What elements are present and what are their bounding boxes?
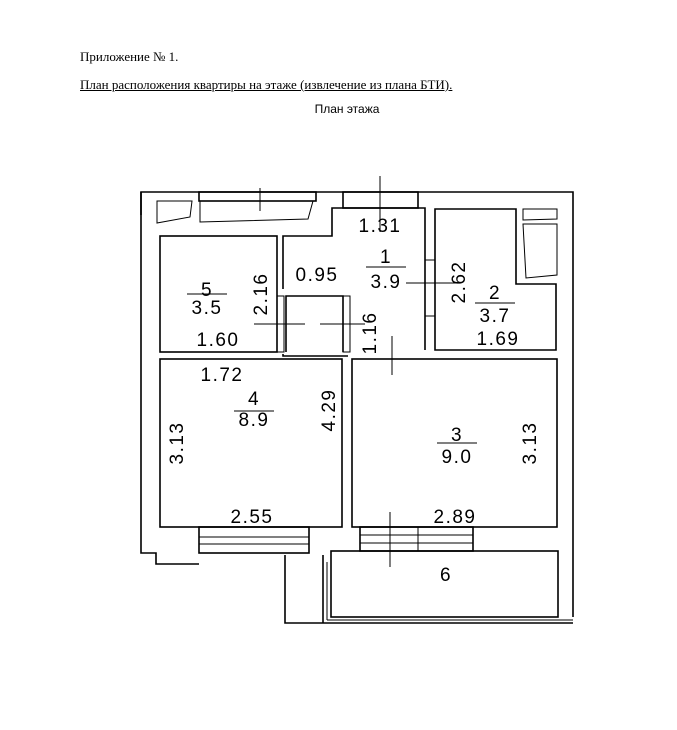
room-5-number: 5: [201, 280, 213, 301]
room-3-area: 9.0: [442, 447, 473, 468]
room-2: [434, 208, 557, 351]
dim-corridor-width: 0.95: [296, 265, 339, 286]
room-1-area: 3.9: [371, 272, 402, 293]
dim-corridor-top: 1.31: [359, 216, 402, 237]
appendix-title: Приложение № 1.: [80, 49, 179, 64]
dim-room4-bottom: 2.55: [231, 507, 274, 528]
plan-caption: План расположения квартиры на этаже (изв…: [80, 77, 453, 92]
dim-room4-left: 3.13: [167, 422, 188, 465]
dim-room3-right: 3.13: [520, 422, 541, 465]
windows-bottom: [198, 512, 474, 567]
room-1-number: 1: [380, 247, 392, 268]
room-4-area: 8.9: [239, 410, 270, 431]
balcony-6: [284, 550, 573, 624]
room-6-number: 6: [440, 565, 452, 586]
dim-room5-width: 1.60: [197, 330, 240, 351]
dim-room4-top: 1.72: [201, 365, 244, 386]
room-1: [282, 207, 426, 350]
room-2-number: 2: [489, 283, 501, 304]
room-5: [159, 235, 278, 353]
room-4-number: 4: [248, 389, 260, 410]
dim-room5-height: 2.16: [251, 273, 272, 316]
floor-plan-label: План этажа: [314, 102, 380, 116]
room-2-area: 3.7: [480, 306, 511, 327]
dim-room4-right: 4.29: [319, 389, 340, 432]
dim-corridor-length: 2.62: [449, 261, 470, 304]
room-5-area: 3.5: [192, 298, 223, 319]
dim-room3-bottom: 2.89: [434, 507, 477, 528]
dim-corridor-passage: 1.16: [360, 312, 381, 355]
dim-room2-width: 1.69: [477, 329, 520, 350]
room-3-number: 3: [451, 425, 463, 446]
